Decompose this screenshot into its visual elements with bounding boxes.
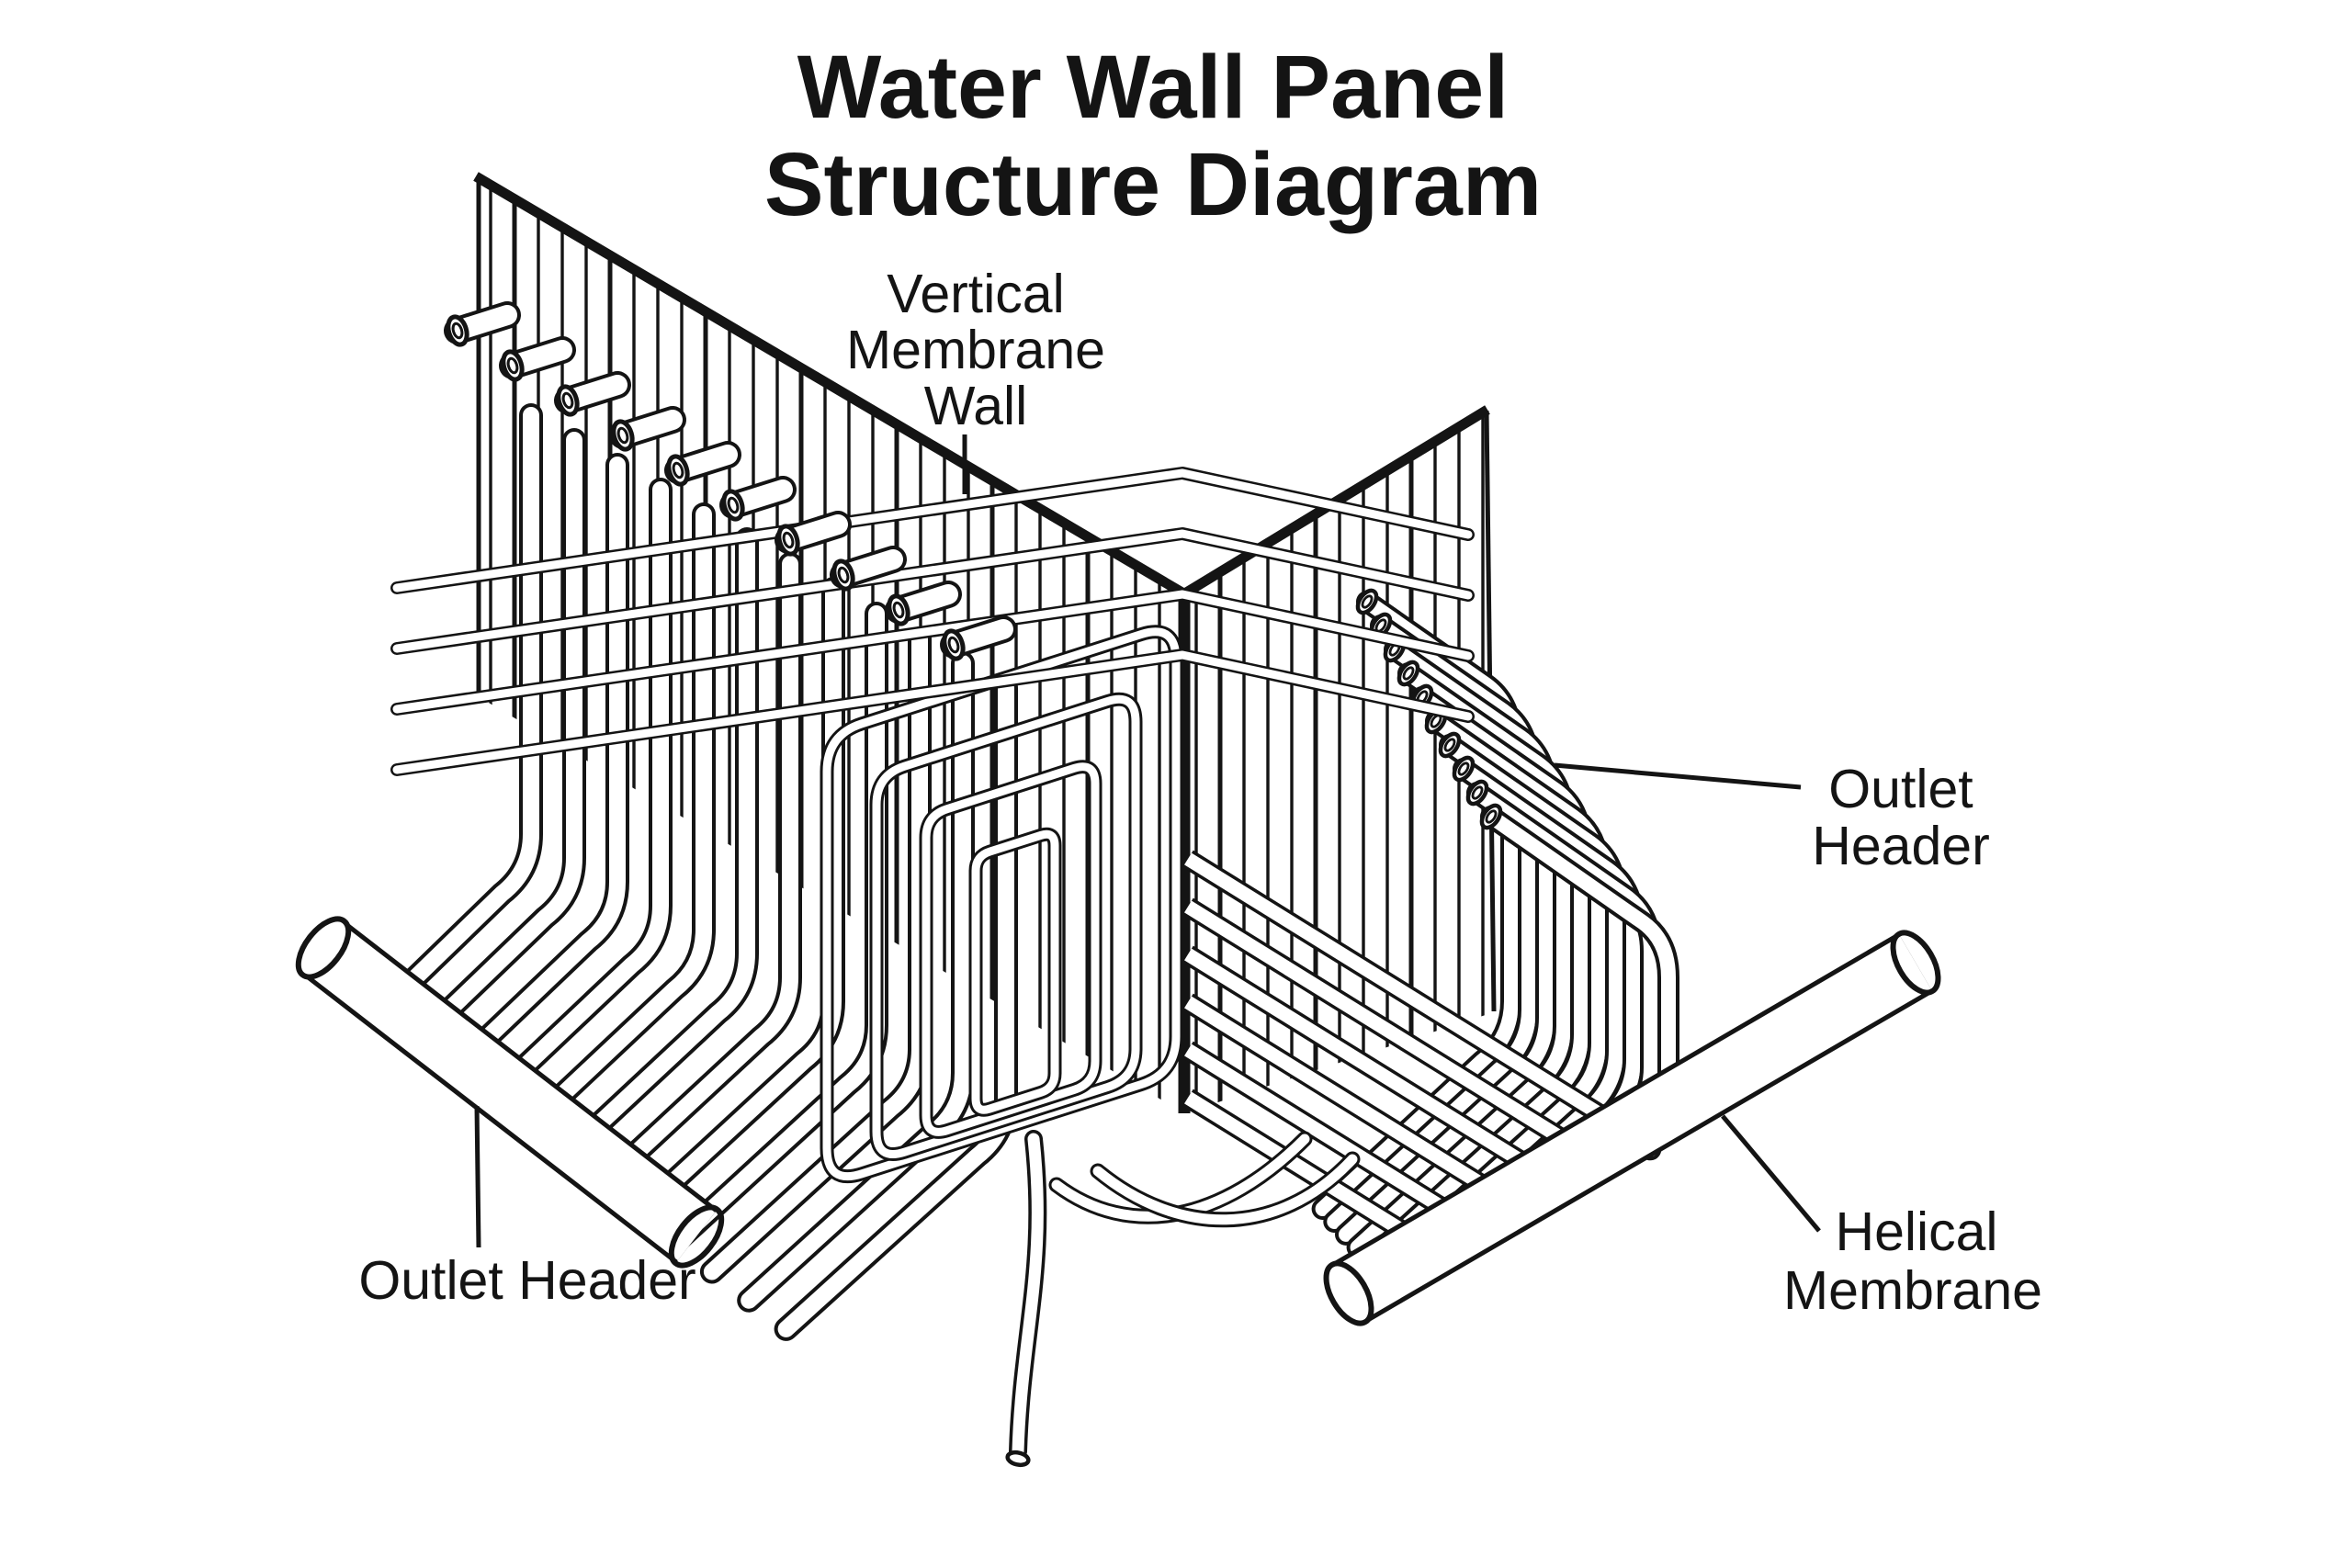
label-helical-membrane-line1: Helical	[1835, 1201, 1997, 1262]
label-vertical-membrane-wall-line2: Membrane	[846, 320, 1105, 380]
corner-ramp-tubes	[1182, 850, 1633, 1256]
label-outlet-header-right-line1: Outlet	[1828, 759, 1973, 819]
chevron-tube-rows	[390, 467, 1475, 776]
downcomer-pipes	[1005, 1130, 1361, 1468]
diagram-title-line1: Water Wall Panel	[797, 37, 1509, 137]
leader-outlet-header-right	[1554, 762, 1802, 790]
leader-helical-membrane	[1721, 1114, 1821, 1233]
leader-outlet-header-left	[474, 1105, 481, 1248]
leader-lines	[474, 434, 1821, 1248]
helical-coil	[820, 625, 1183, 1184]
label-outlet-header-right-line2: Header	[1812, 816, 1990, 876]
diagram-title-line2: Structure Diagram	[764, 134, 1542, 234]
stub-tubes	[444, 301, 1017, 661]
label-helical-membrane-line2: Membrane	[1783, 1260, 2042, 1321]
left-tube-bundle	[366, 403, 1018, 1341]
label-vertical-membrane-wall-line1: Vertical	[887, 264, 1064, 324]
label-vertical-membrane-wall-line3: Wall	[924, 376, 1028, 436]
outlet-header-cylinders	[295, 916, 1941, 1326]
label-outlet-header-left: Outlet Header	[358, 1250, 695, 1311]
